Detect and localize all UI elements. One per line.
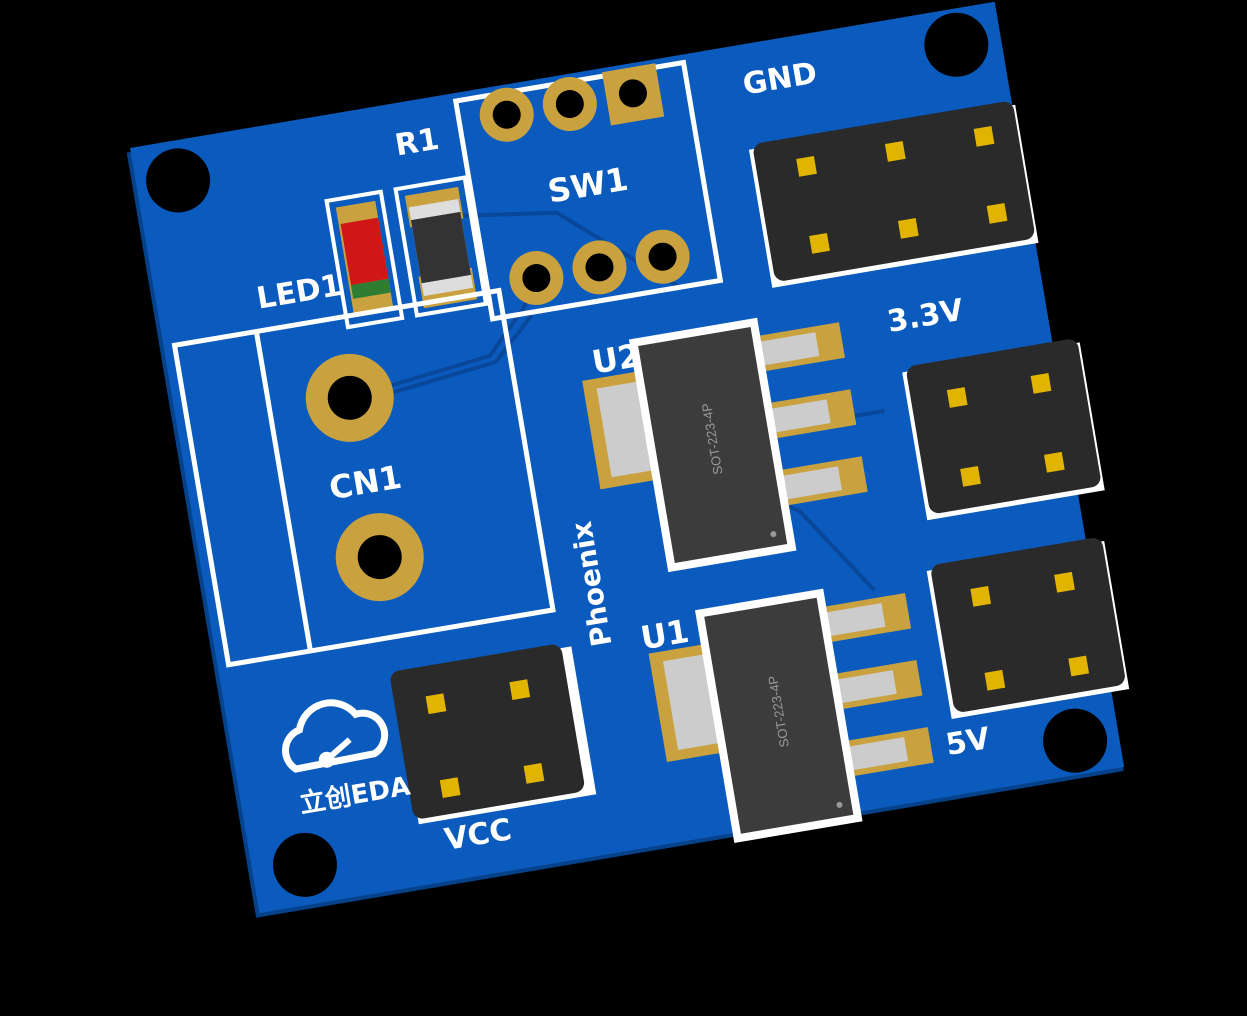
sw1 (452, 59, 724, 322)
u2-label: U2 (589, 336, 643, 382)
gnd-header (748, 101, 1039, 288)
led1 (324, 189, 405, 330)
vcc-header (390, 644, 597, 825)
cn1 (171, 287, 556, 668)
u2: SOT-223-4P (582, 317, 868, 573)
r1-label: R1 (393, 122, 442, 164)
5v-header (926, 537, 1130, 719)
5v-label: 5V (943, 721, 993, 763)
mounting-holes (146, 12, 1108, 897)
u1: SOT-223-4P (648, 588, 934, 843)
3v3-header (902, 339, 1105, 521)
u1-label: U1 (638, 612, 692, 658)
